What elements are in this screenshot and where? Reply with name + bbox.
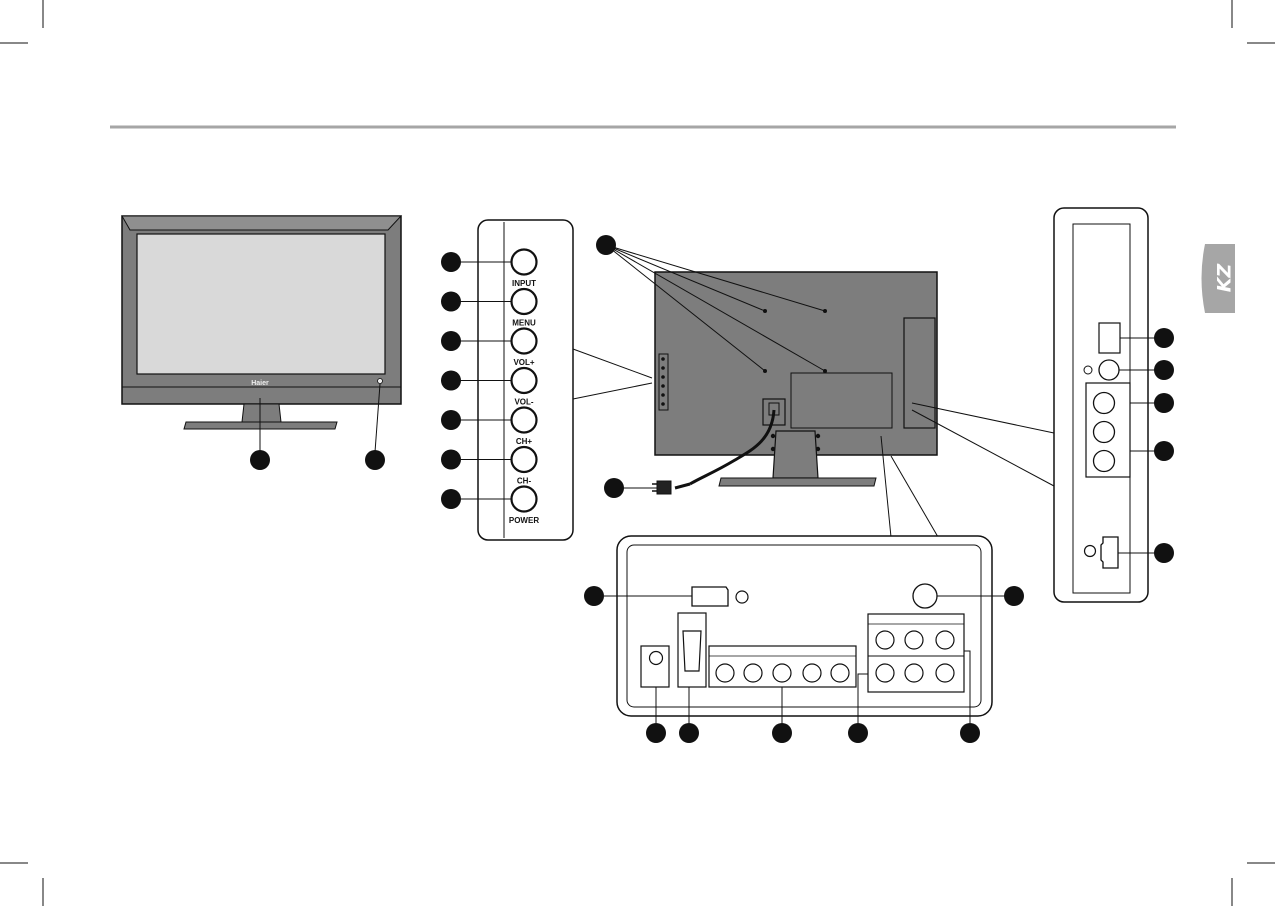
av-jack-rear xyxy=(876,631,894,649)
usb-port xyxy=(1099,323,1120,353)
callout-marker xyxy=(604,478,624,498)
callout-marker xyxy=(584,586,604,606)
callout-marker xyxy=(441,371,461,391)
headphone-jack xyxy=(1099,360,1119,380)
component-jack xyxy=(773,664,791,682)
indicator-hole xyxy=(1084,366,1092,374)
connector-area xyxy=(791,373,892,428)
side-button-power[interactable] xyxy=(512,487,537,512)
side-button-label: CH- xyxy=(517,477,532,486)
side-button-input[interactable] xyxy=(512,250,537,275)
component-jack xyxy=(716,664,734,682)
callout-marker xyxy=(772,723,792,743)
av-jack-rear xyxy=(936,664,954,682)
language-tab: KZ xyxy=(1202,244,1236,313)
callout-marker xyxy=(441,410,461,430)
callout-marker xyxy=(365,450,385,470)
callout-marker xyxy=(441,252,461,272)
side-button-label: VOL+ xyxy=(513,358,534,367)
hdmi-port-rear xyxy=(692,587,728,606)
callout-marker xyxy=(679,723,699,743)
callout-marker xyxy=(441,292,461,312)
callout-marker xyxy=(1154,360,1174,380)
callout-marker xyxy=(1154,543,1174,563)
hdmi-port-side xyxy=(1101,537,1118,568)
component-jack xyxy=(803,664,821,682)
av-jack-rear xyxy=(905,631,923,649)
callout-marker xyxy=(646,723,666,743)
side-button-label: MENU xyxy=(512,319,536,328)
side-jack-strip xyxy=(659,354,668,410)
component-jack xyxy=(831,664,849,682)
side-button-label: VOL- xyxy=(514,398,533,407)
small-jack xyxy=(736,591,748,603)
av-jack-rear xyxy=(936,631,954,649)
av-jack-rear xyxy=(905,664,923,682)
callout-marker xyxy=(250,450,270,470)
side-button-vol-minusplus[interactable] xyxy=(512,329,537,354)
side-button-label: INPUT xyxy=(512,279,536,288)
brand-logo: Haier xyxy=(251,380,269,387)
av-jack-rear xyxy=(876,664,894,682)
av-jack xyxy=(1094,451,1115,472)
callout-marker xyxy=(441,331,461,351)
side-button-label: POWER xyxy=(509,516,539,525)
av-jack xyxy=(1094,393,1115,414)
side-button-menu[interactable] xyxy=(512,289,537,314)
side-button-vol-minus[interactable] xyxy=(512,368,537,393)
callout-marker xyxy=(960,723,980,743)
rear-connector-detail xyxy=(584,536,1024,743)
side-panel-slot xyxy=(904,318,935,428)
callout-marker xyxy=(848,723,868,743)
callout-marker xyxy=(441,489,461,509)
power-plug xyxy=(657,481,671,494)
side-button-ch-minus[interactable] xyxy=(512,447,537,472)
callout-marker xyxy=(596,235,616,255)
component-jack xyxy=(744,664,762,682)
callout-marker xyxy=(1004,586,1024,606)
side-button-label: CH+ xyxy=(516,437,533,446)
rear-view xyxy=(596,235,1054,537)
callout-marker xyxy=(441,450,461,470)
screen xyxy=(137,234,385,374)
language-tab-label: KZ xyxy=(1214,263,1236,293)
side-panel-detail xyxy=(1054,208,1174,602)
front-view: Haier xyxy=(122,216,401,470)
antenna-input xyxy=(913,584,937,608)
callout-marker xyxy=(1154,441,1174,461)
side-button-ch-minusplus[interactable] xyxy=(512,408,537,433)
callout-marker xyxy=(1154,328,1174,348)
callout-marker xyxy=(1154,393,1174,413)
av-jack xyxy=(1094,422,1115,443)
key-hole xyxy=(1085,546,1096,557)
power-indicator xyxy=(378,379,383,384)
